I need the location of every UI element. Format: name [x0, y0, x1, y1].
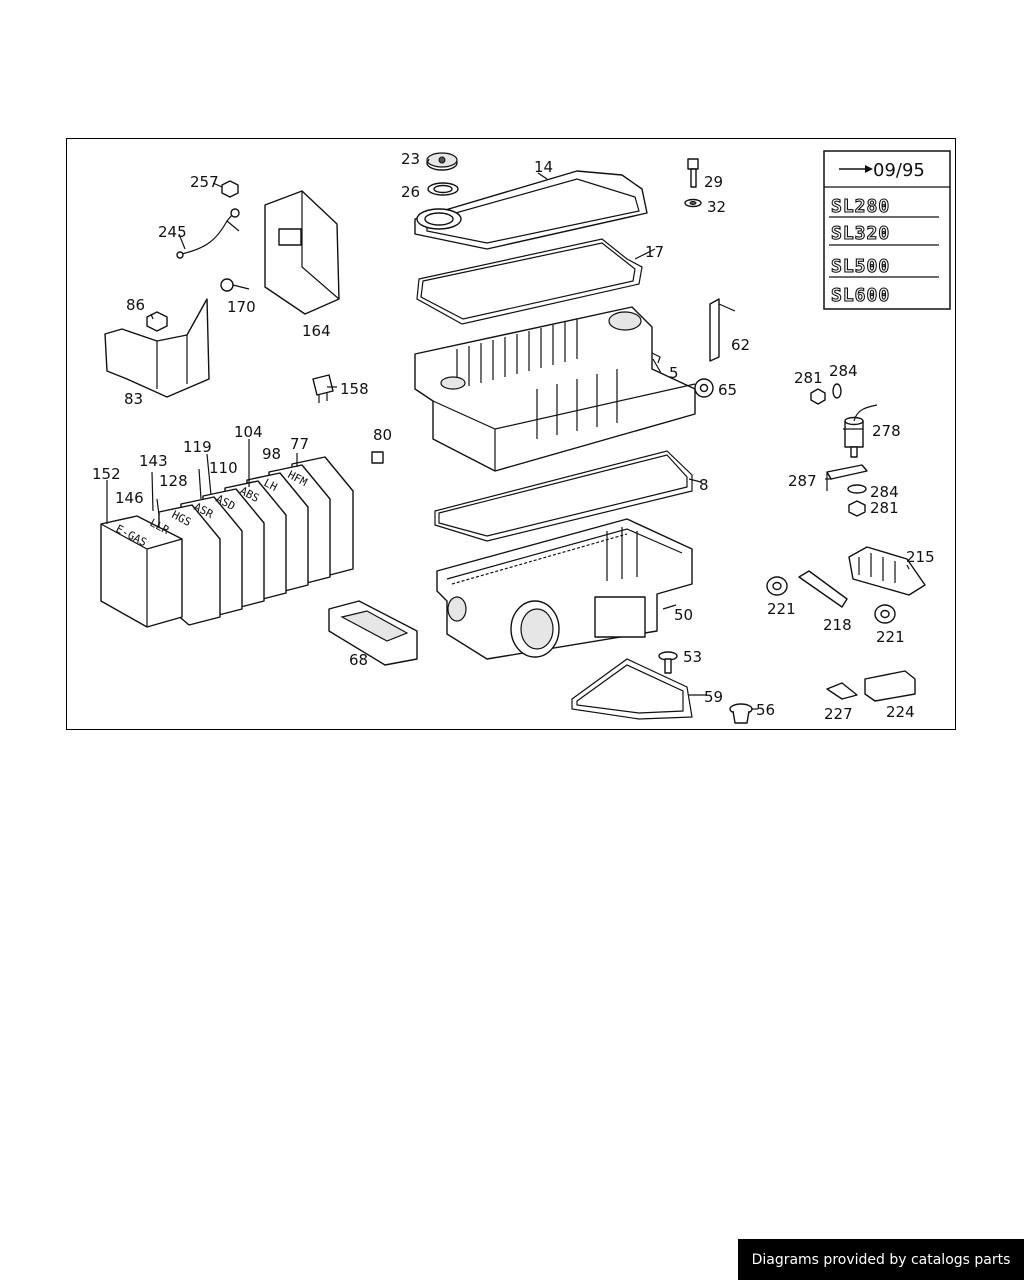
callout-278: 278	[872, 422, 901, 440]
callout-119: 119	[183, 438, 212, 456]
model-legend: 09/95 SL280 SL320 SL500 SL600	[823, 150, 951, 310]
callout-152: 152	[92, 465, 121, 483]
footer-credit: Diagrams provided by catalogs parts	[738, 1239, 1024, 1280]
callout-281-bottom: 281	[870, 499, 899, 517]
callout-128: 128	[159, 472, 188, 490]
callout-164: 164	[302, 322, 331, 340]
callout-53: 53	[683, 648, 702, 666]
callout-labels: 23 14 26 29 32 17 257 245 170 164 86 83 …	[92, 150, 935, 723]
callout-86: 86	[126, 296, 145, 314]
callout-158: 158	[340, 380, 369, 398]
callout-83: 83	[124, 390, 143, 408]
diagram-frame: 09/95 SL280 SL320 SL500 SL600	[66, 138, 956, 730]
callout-221-right: 221	[876, 628, 905, 646]
leader-lines	[106, 158, 910, 710]
callout-143: 143	[139, 452, 168, 470]
callout-215: 215	[906, 548, 935, 566]
callout-14: 14	[534, 158, 553, 176]
callout-110: 110	[209, 459, 238, 477]
model-sl500: SL500	[831, 256, 890, 277]
callout-65: 65	[718, 381, 737, 399]
callout-56: 56	[756, 701, 775, 719]
model-sl320: SL320	[831, 223, 890, 244]
callout-62: 62	[731, 336, 750, 354]
callout-224: 224	[886, 703, 915, 721]
callout-23: 23	[401, 150, 420, 168]
upper-housing	[414, 306, 714, 472]
model-sl280: SL280	[831, 196, 890, 217]
lower-housing	[436, 518, 693, 660]
callout-59: 59	[704, 688, 723, 706]
module-label-lh: LH	[262, 476, 280, 494]
callout-281-top: 281	[794, 369, 823, 387]
model-sl600: SL600	[831, 285, 890, 306]
callout-80: 80	[373, 426, 392, 444]
cover-assembly	[414, 152, 702, 325]
callout-26: 26	[401, 183, 420, 201]
control-module-stack: E-GAS LLR HGS ASR ASD ABS LH HFM	[100, 456, 354, 628]
arrow-head-icon	[865, 165, 873, 173]
lower-gasket	[434, 450, 693, 542]
callout-77: 77	[290, 435, 309, 453]
callout-227: 227	[824, 705, 853, 723]
callout-50: 50	[674, 606, 693, 624]
callout-8: 8	[699, 476, 709, 494]
callout-17: 17	[645, 243, 664, 261]
callout-218: 218	[823, 616, 852, 634]
callout-170: 170	[227, 298, 256, 316]
callout-32: 32	[707, 198, 726, 216]
parts-exploded-diagram: 09/95 SL280 SL320 SL500 SL600	[92, 150, 951, 724]
legend-date: 09/95	[873, 160, 925, 181]
right-parts	[766, 383, 926, 702]
callout-29: 29	[704, 173, 723, 191]
callout-221-left: 221	[767, 600, 796, 618]
callout-68: 68	[349, 651, 368, 669]
left-parts	[104, 180, 736, 464]
seal-frame	[571, 658, 693, 720]
callout-257: 257	[190, 173, 219, 191]
callout-104: 104	[234, 423, 263, 441]
callout-284-bottom: 284	[870, 483, 899, 501]
callout-98: 98	[262, 445, 281, 463]
callout-284-top: 284	[829, 362, 858, 380]
callout-287: 287	[788, 472, 817, 490]
callout-146: 146	[115, 489, 144, 507]
callout-5: 5	[669, 364, 679, 382]
callout-245: 245	[158, 223, 187, 241]
